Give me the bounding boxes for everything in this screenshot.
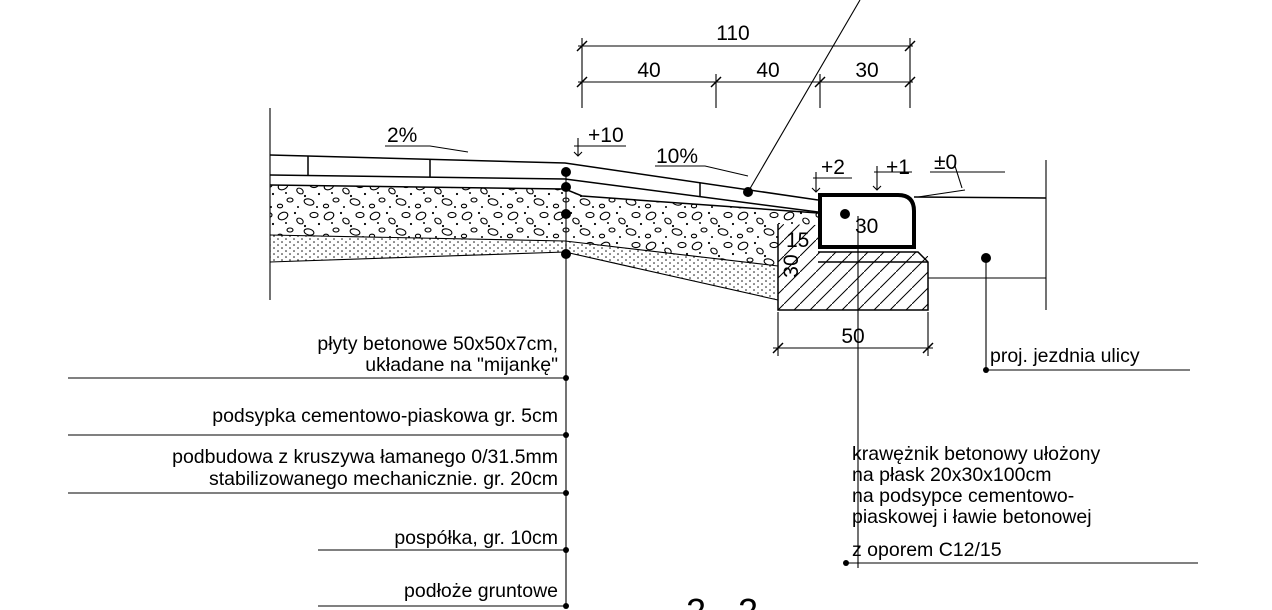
- layer-label-aggregate-line2: stabilizowanego mechanicznie. gr. 20cm: [209, 468, 558, 490]
- elevation-zero: ±0: [934, 151, 957, 174]
- concrete-bench: [778, 224, 928, 310]
- aggregate-bottom: [269, 234, 779, 267]
- dim-bench-height: 30: [780, 254, 803, 277]
- layer-label-sand-gravel: pospółka, gr. 10cm: [394, 527, 558, 549]
- dim-total-110: 110: [716, 22, 749, 45]
- road-label: proj. jezdnia ulicy: [990, 345, 1140, 367]
- layer-label-aggregate-line1: podbudowa z kruszywa łamanego 0/31.5mm: [172, 446, 558, 468]
- dimension-lines: [576, 38, 934, 568]
- curb-label-line4: piaskowej i ławie betonowej: [852, 506, 1092, 528]
- curb-label-line5: z oporem C12/15: [852, 539, 1002, 561]
- layer-label-slabs-line1: płyty betonowe 50x50x7cm,: [317, 333, 558, 355]
- layer-label-subgrade: podłoże gruntowe: [404, 580, 558, 602]
- dim-bench-width: 50: [841, 325, 864, 348]
- dim-segment-2: 40: [756, 59, 779, 82]
- elevation-plus-1: +1: [886, 156, 910, 179]
- dim-segment-1: 40: [637, 59, 660, 82]
- bedding-bottom: [269, 184, 819, 214]
- slope-markers: [385, 145, 749, 177]
- pavement-slab-bottom: [269, 174, 819, 213]
- elevation-plus-10: +10: [588, 124, 624, 147]
- leader-lines: [68, 0, 1198, 607]
- slab-leader: [747, 0, 861, 193]
- curb-assembly: [777, 160, 1047, 311]
- dim-curb-height: 30: [855, 215, 878, 238]
- curb-label-line2: na płask 20x30x100cm: [852, 464, 1051, 486]
- layer-boundaries: [269, 108, 819, 301]
- elevation-markers: [573, 138, 1005, 198]
- elevation-plus-2: +2: [821, 156, 845, 179]
- slope-left: 2%: [387, 124, 417, 147]
- layer-label-slabs-line2: układane na "mijankę": [365, 354, 558, 376]
- dim-segment-3: 30: [855, 59, 878, 82]
- leader-dots: [561, 167, 991, 609]
- curb-label-line3: na podsypce cementowo-: [852, 485, 1074, 507]
- concrete-curb: [818, 193, 916, 249]
- bench-outline: [777, 224, 929, 311]
- slope-right: 10%: [656, 145, 698, 168]
- curb-label-line1: krawężnik betonowy ułożony: [852, 443, 1100, 465]
- pavement-slab-top: [269, 154, 819, 201]
- section-title: 2 - 2: [686, 591, 758, 610]
- dim-curb-offset: 15: [786, 229, 809, 252]
- road-surface: [913, 196, 1047, 199]
- aggregate-base-layer: [270, 185, 818, 266]
- layer-label-bedding: podsypka cementowo-piaskowa gr. 5cm: [212, 405, 558, 427]
